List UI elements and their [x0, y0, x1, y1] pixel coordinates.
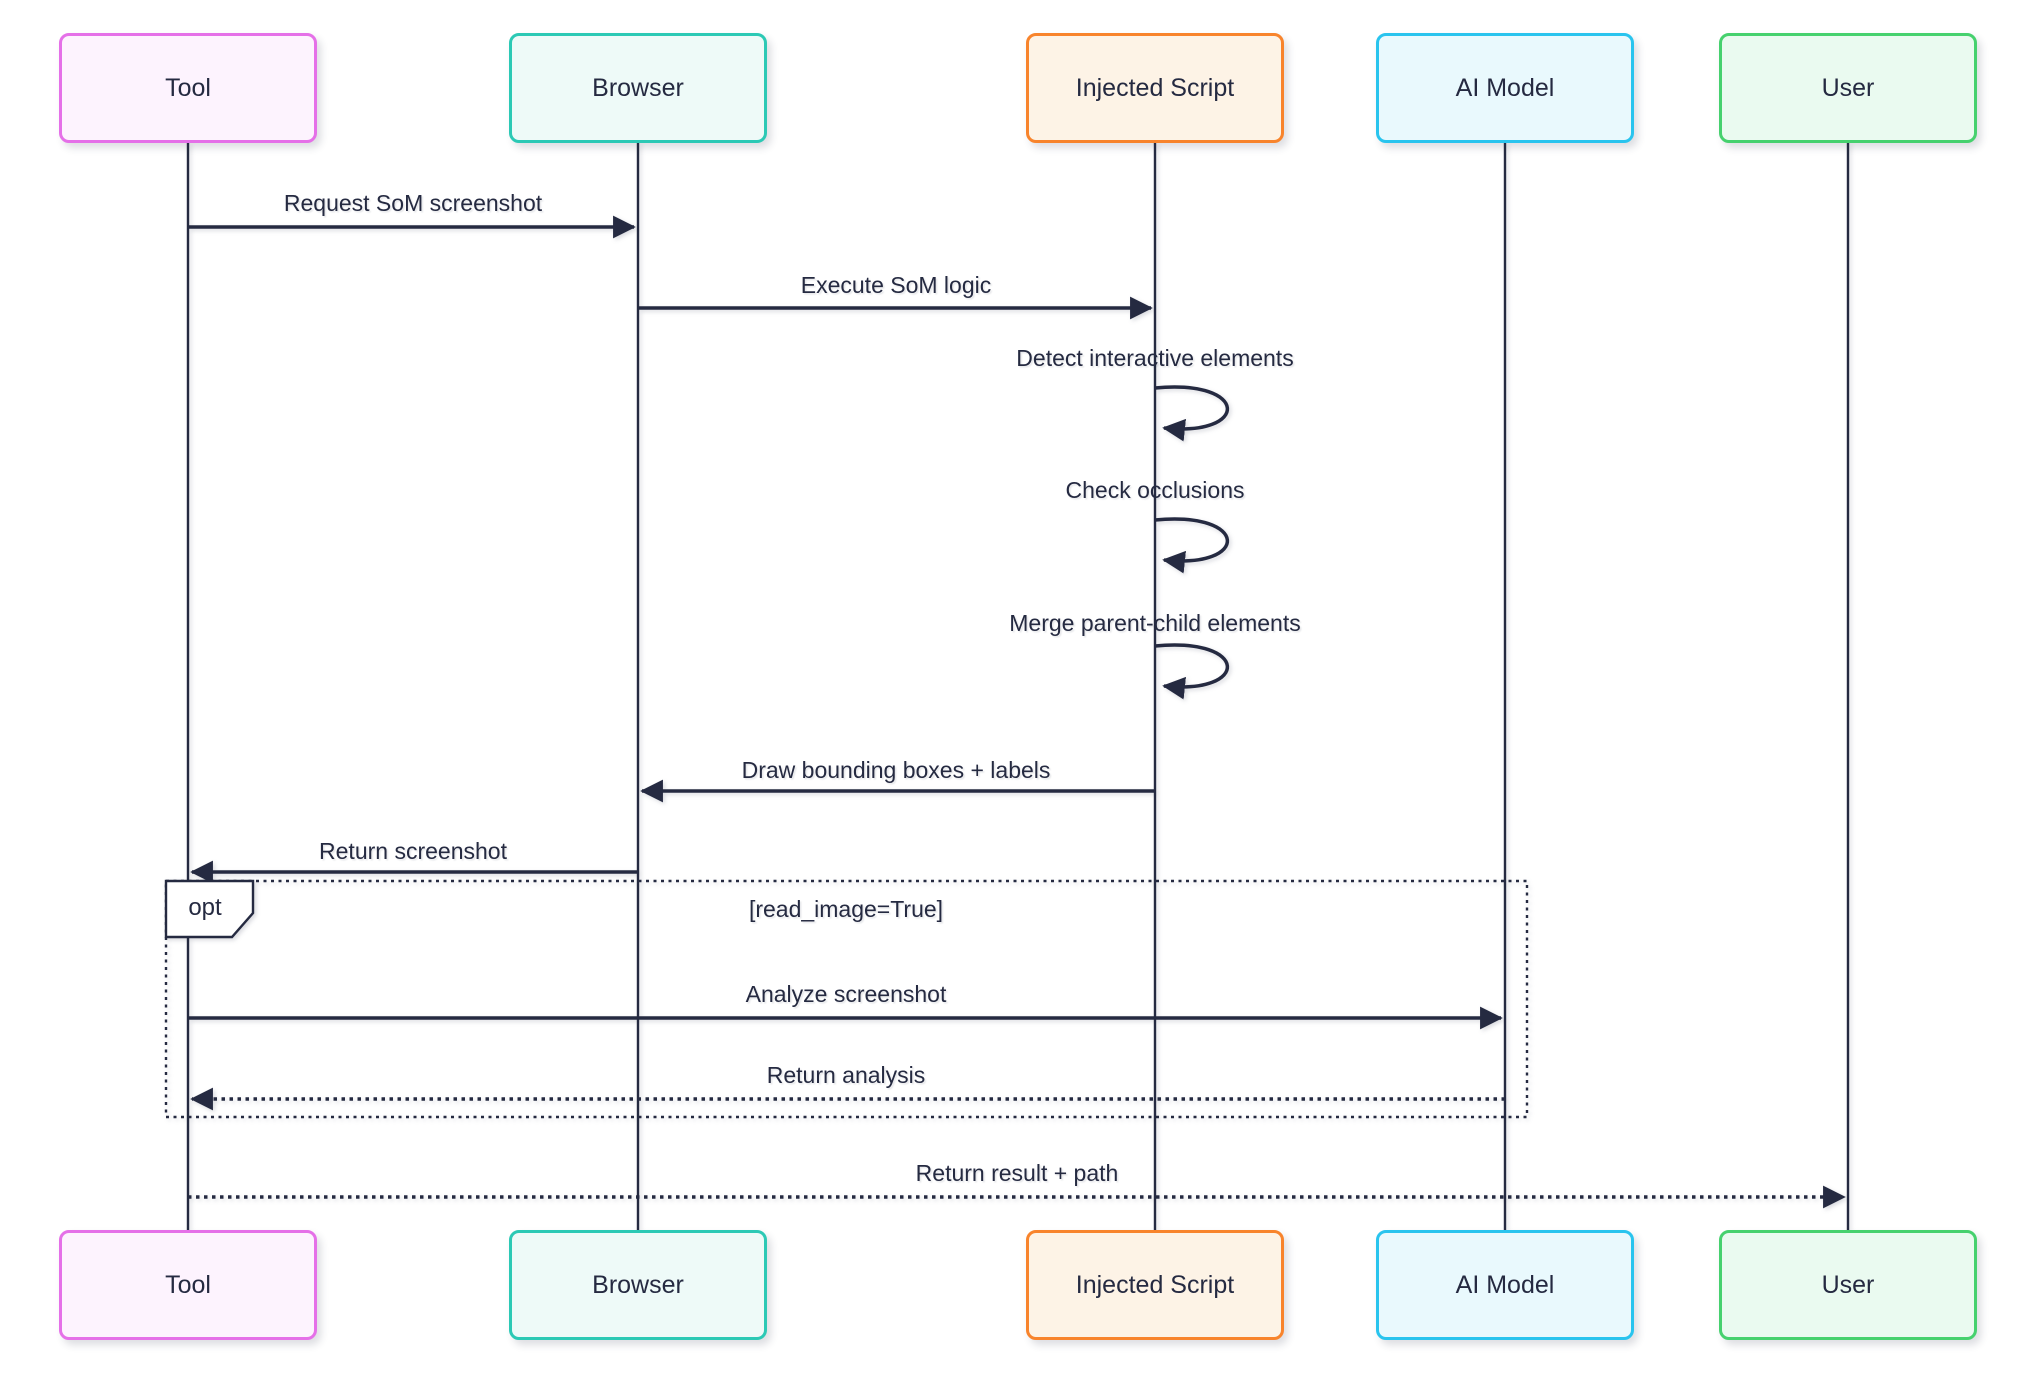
actor-box-injected-script-bottom: Injected Script	[1026, 1230, 1284, 1340]
selfloop-merge-parent-child	[1154, 643, 1230, 700]
actor-label: Tool	[165, 73, 211, 102]
actor-label: User	[1821, 73, 1875, 102]
message-label-return-screenshot: Return screenshot	[319, 838, 507, 864]
actor-box-user-bottom: User	[1719, 1230, 1977, 1340]
selfloop-detect-interactive-elements	[1154, 385, 1230, 442]
actor-box-injected-script-top: Injected Script	[1026, 33, 1284, 143]
actor-label: Browser	[592, 73, 684, 102]
message-label-detect-interactive: Detect interactive elements	[1016, 345, 1294, 371]
message-label-merge-parent-child: Merge parent-child elements	[1009, 610, 1301, 636]
message-label-return-analysis: Return analysis	[766, 1062, 926, 1088]
selfloop-check-occlusions	[1154, 517, 1230, 574]
actor-box-browser-top: Browser	[509, 33, 767, 143]
message-label-return-result-path: Return result + path	[915, 1160, 1119, 1186]
actor-label: Tool	[165, 1270, 211, 1299]
opt-label-pentagon	[164, 879, 255, 939]
opt-keyword-label: opt	[188, 894, 222, 921]
actor-label: AI Model	[1455, 1270, 1555, 1299]
actor-label: AI Model	[1455, 73, 1555, 102]
message-label-draw-bounding-boxes: Draw bounding boxes + labels	[741, 757, 1051, 783]
actor-label: Injected Script	[1075, 1270, 1235, 1299]
actor-box-tool-bottom: Tool	[59, 1230, 317, 1340]
actor-box-ai-model-bottom: AI Model	[1376, 1230, 1634, 1340]
actor-label: User	[1821, 1270, 1875, 1299]
actor-box-user-top: User	[1719, 33, 1977, 143]
message-label-execute-som-logic: Execute SoM logic	[800, 272, 992, 298]
message-label-check-occlusions: Check occlusions	[1065, 477, 1245, 503]
message-label-analyze-screenshot: Analyze screenshot	[745, 981, 947, 1007]
opt-fragment-frame	[164, 879, 1529, 1119]
message-label-request-som-screenshot: Request SoM screenshot	[283, 190, 543, 216]
actor-box-tool-top: Tool	[59, 33, 317, 143]
actor-box-browser-bottom: Browser	[509, 1230, 767, 1340]
opt-condition-label: [read_image=True]	[748, 896, 944, 922]
actor-label: Browser	[592, 1270, 684, 1299]
actor-label: Injected Script	[1075, 73, 1235, 102]
actor-box-ai-model-top: AI Model	[1376, 33, 1634, 143]
